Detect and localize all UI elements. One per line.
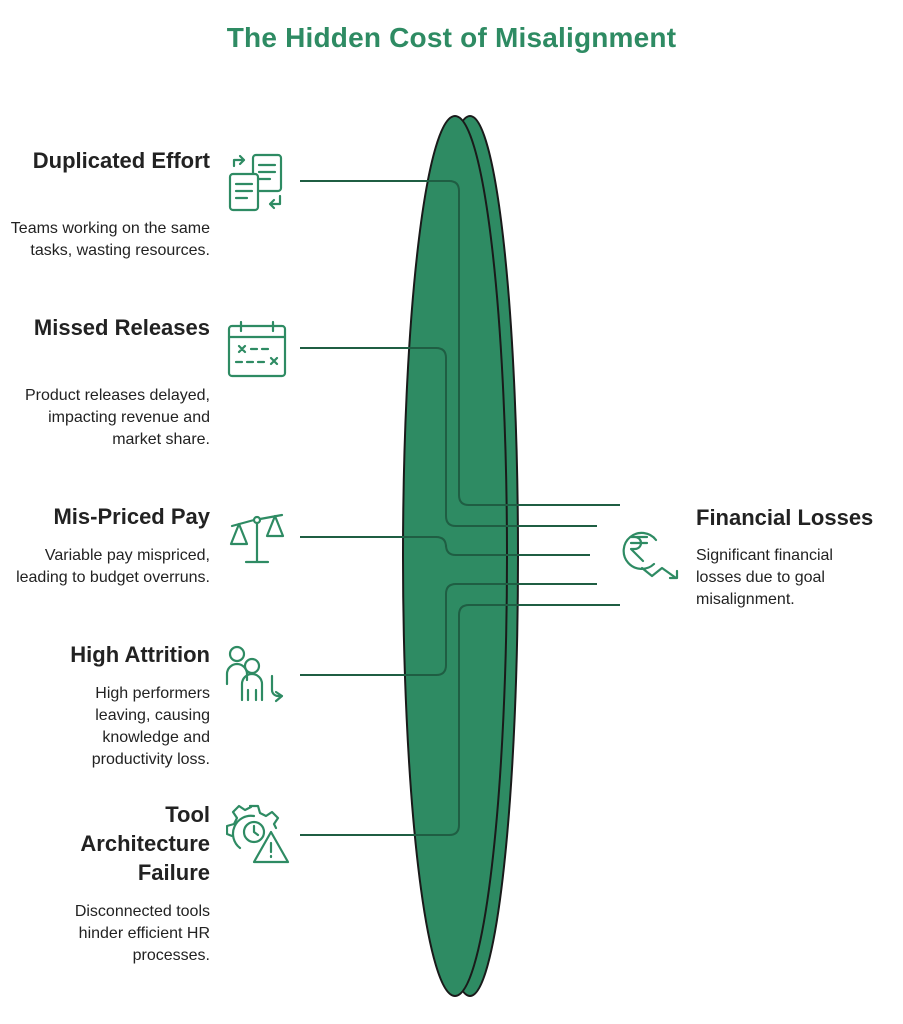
duplicated-effort-description: Teams working on the same tasks, wasting…: [10, 220, 210, 259]
duplicate-documents-icon: [228, 153, 283, 212]
rupee-decline-icon: [622, 531, 679, 580]
mis-priced-pay-description: Variable pay mispriced, leading to budge…: [16, 547, 210, 586]
connector-high-attrition: [300, 583, 597, 676]
tool-architecture-title: Tool Architecture Failure: [80, 802, 210, 885]
tool-architecture-description: Disconnected tools hinder efficient HR p…: [74, 903, 210, 964]
people-leaving-icon: [225, 645, 284, 703]
missed-releases-description: Product releases delayed, impacting reve…: [25, 387, 210, 448]
connector-missed-releases: [300, 347, 597, 527]
missed-releases-title: Missed Releases: [33, 315, 210, 340]
page-title: The Hidden Cost of Misalignment: [226, 22, 677, 53]
calendar-cancel-icon: [227, 320, 287, 378]
connector-tool-architecture: [300, 604, 620, 836]
financial-losses-description: Significant financial losses due to goal…: [696, 547, 833, 608]
duplicated-effort-title: Duplicated Effort: [32, 148, 210, 173]
financial-losses-title: Financial Losses: [696, 505, 874, 530]
high-attrition-title: High Attrition: [70, 642, 210, 667]
balance-scale-icon: [229, 513, 285, 564]
connector-mis-priced-pay: [300, 536, 590, 556]
mis-priced-pay-title: Mis-Priced Pay: [53, 504, 210, 529]
gear-warning-icon: [226, 804, 290, 864]
high-attrition-description: High performers leaving, causing knowled…: [91, 685, 210, 768]
connector-duplicated-effort: [300, 180, 620, 506]
